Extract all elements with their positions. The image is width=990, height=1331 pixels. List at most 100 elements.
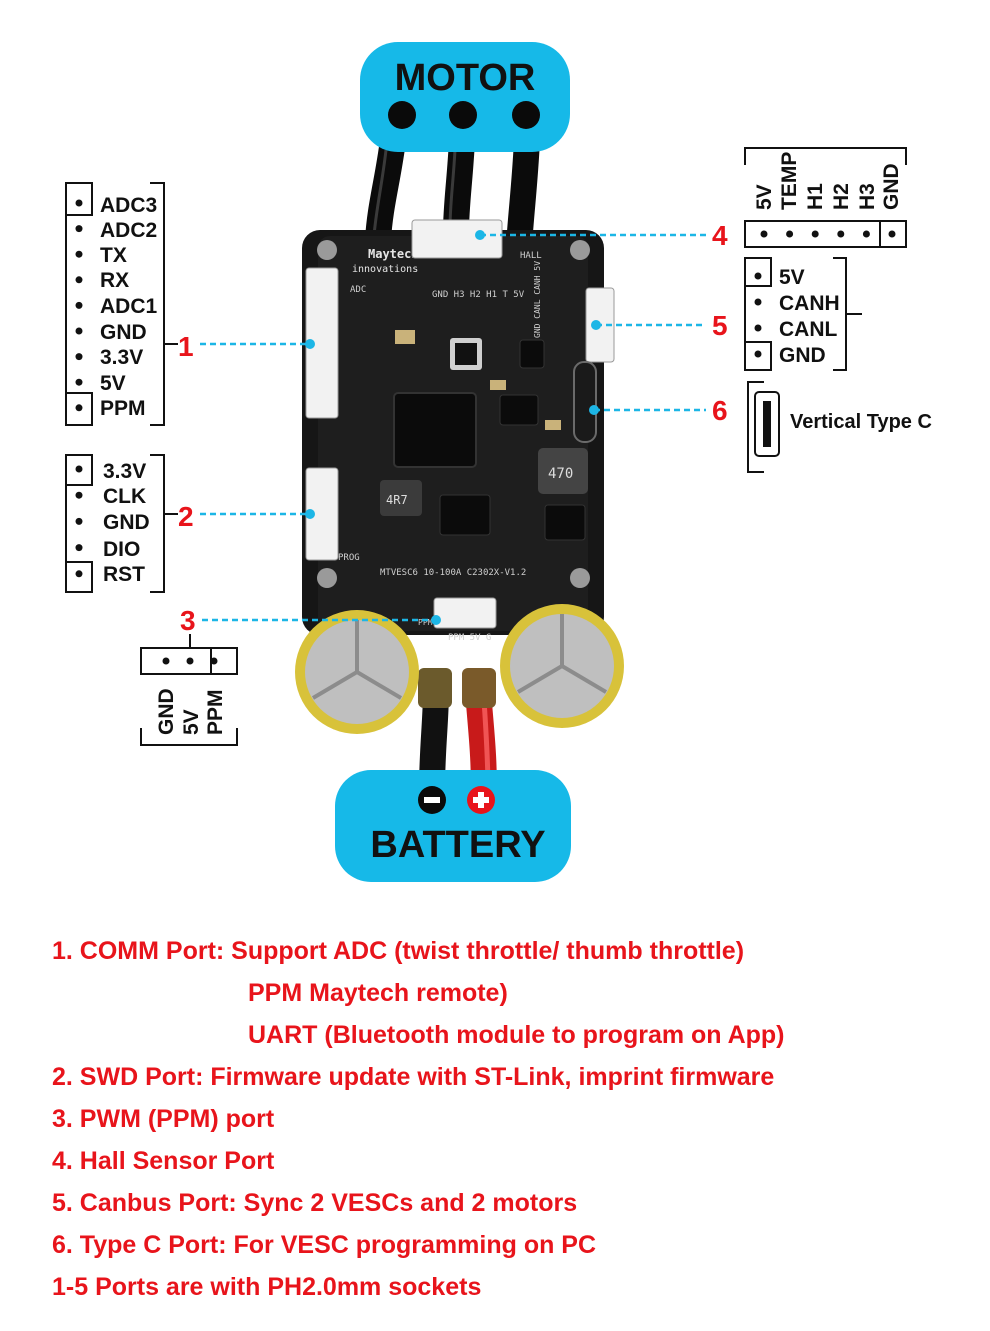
hall-pin-dot [811,230,819,238]
comm-pin-dot [75,353,83,361]
esc-diagram: MOTOR Maytech innovations GND H3 H2 H1 T… [65,42,932,882]
motor-label-pill: MOTOR [360,42,570,152]
hall-port-pinout: 5V TEMP H1 H2 H3 GND 4 [475,147,907,251]
solder-joint-negative [418,668,452,708]
mount-hole-icon [570,240,590,260]
comm-pin-7: 3.3V [100,346,143,369]
smd-cap [490,380,506,390]
can-pin-3: CANL [779,318,837,341]
note-line-9: 1-5 Ports are with PH2.0mm sockets [52,1273,482,1301]
ppm-connector [433,597,497,629]
hall-pin-6: GND [880,163,903,210]
ppm-pin-2: 5V [180,709,203,735]
comm-pin-9: PPM [100,397,146,420]
comm-pin-4: RX [100,269,129,292]
ppm-port-number: 3 [180,605,196,636]
comm-pin-dot [75,301,83,309]
usb-c-port [573,361,597,443]
comm-pin-dot [75,327,83,335]
hall-pin-4: H2 [830,183,853,210]
note-line-4: 2. SWD Port: Firmware update with ST-Lin… [52,1063,775,1091]
comm-pin-5: ADC1 [100,295,157,318]
can-silkscreen: GND CANL CANH 5V [533,261,542,338]
inductor-label: 470 [548,466,573,482]
note-line-6: 4. Hall Sensor Port [52,1147,275,1175]
swd-pin-5: RST [103,563,145,586]
hall-pin-dot [888,230,896,238]
hall-pin-dot [862,230,870,238]
can-pin-2: CANH [779,292,840,315]
ppm-silkscreen: PPM 5V G [448,633,491,643]
port-notes: 1. COMM Port: Support ADC (twist throttl… [52,930,952,1308]
hall-silkscreen: GND H3 H2 H1 T 5V [432,290,525,300]
comm-port-pinout: ADC3 ADC2 TX RX ADC1 GND 3.3V 5V PPM 1 [65,182,315,426]
swd-silkscreen: PROG [338,553,360,563]
swd-pin-dot [75,544,83,552]
swd-pin-dot [75,465,83,473]
mount-hole-icon [317,568,337,588]
swd-pin-dot [75,517,83,525]
model-silkscreen: MTVESC6 10-100A C2302X-V1.2 [380,568,526,578]
motor-label: MOTOR [395,57,536,99]
can-port-pinout: 5V CANH CANL GND 5 [591,257,862,371]
note-line-8: 6. Type C Port: For VESC programming on … [52,1231,597,1259]
comm-pin-3: TX [100,244,127,267]
motor-phase-a-icon [388,101,416,129]
note-line-1: 1. COMM Port: Support ADC (twist throttl… [52,937,745,965]
small-chip [519,339,545,369]
brand-name: Maytech [368,247,419,261]
comm-pin-2: ADC2 [100,219,157,242]
brand-subtitle: innovations [352,264,418,275]
smd-cap [395,330,415,344]
can-port-number: 5 [712,310,728,341]
swd-port-number: 2 [178,501,194,532]
mount-hole-icon [570,568,590,588]
inductor-small [380,480,422,516]
capacitors [295,604,624,734]
comm-pin-dot [75,378,83,386]
hall-tag: HALL [520,251,542,261]
comm-pin-1: ADC3 [100,194,157,217]
inductor-small-label: 4R7 [386,493,408,507]
motor-phase-c-icon [512,101,540,129]
note-line-5: 3. PWM (PPM) port [52,1105,275,1133]
comm-pin-dot [75,225,83,233]
hall-connector [411,219,503,259]
typec-label: Vertical Type C [790,411,932,433]
swd-pin-dot [75,491,83,499]
swd-pin-4: DIO [103,538,140,561]
mount-hole-icon [317,240,337,260]
hall-pin-5: H3 [856,183,879,210]
hall-port-number: 4 [712,220,728,251]
hall-pin-dot [786,230,794,238]
comm-port-number: 1 [178,331,194,362]
motor-phase-b-icon [449,101,477,129]
can-pin-1: 5V [779,266,805,289]
hall-pin-2: TEMP [778,152,801,210]
note-line-2: PPM Maytech remote) [248,979,508,1007]
typec-port-number: 6 [712,395,728,426]
comm-pin-6: GND [100,321,147,344]
note-line-3: UART (Bluetooth module to program on App… [248,1021,785,1049]
swd-pin-3: GND [103,511,150,534]
swd-port-pinout: 3.3V CLK GND DIO RST 2 [65,454,315,593]
comm-pin-dot [75,276,83,284]
battery-label: BATTERY [370,824,545,866]
ppm-tag: PPM [418,618,433,627]
hall-pin-dot [760,230,768,238]
swd-pin-dot [75,570,83,578]
comm-pin-dot [75,404,83,412]
comm-pin-8: 5V [100,372,126,395]
comm-pin-dot [75,250,83,258]
driver-chip [439,494,491,536]
swd-pin-2: CLK [103,485,146,508]
smd-cap [545,420,561,430]
comm-silkscreen: ADC [350,285,366,295]
mosfet-chip [499,394,539,426]
comm-pin-dot [75,199,83,207]
mcu-chip [393,392,477,468]
inductor [538,448,588,494]
battery-label-pill: BATTERY [335,770,571,882]
solder-joint-positive [462,668,496,708]
swd-pin-1: 3.3V [103,460,146,483]
